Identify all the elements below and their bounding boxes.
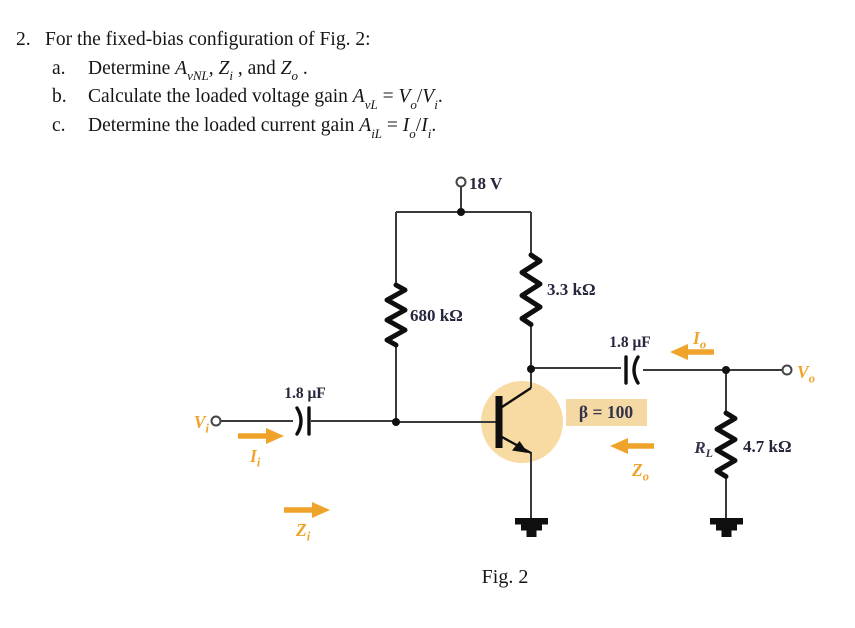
junction-load	[722, 366, 730, 374]
item-b-text: Calculate the loaded voltage gain AvL = …	[88, 86, 443, 113]
problem-statement: 2. For the fixed-bias configuration of F…	[0, 26, 855, 140]
item-c-letter: c.	[52, 114, 66, 136]
ii-arrow-head	[266, 428, 284, 444]
ground-load-icon	[710, 518, 743, 537]
problem-intro-text: For the fixed-bias configuration of Fig.…	[45, 29, 371, 50]
item-c-text: Determine the loaded current gain AiL = …	[88, 114, 437, 141]
vo-label: Vo	[797, 362, 815, 386]
io-label: Io	[692, 328, 706, 352]
beta-label: β = 100	[579, 402, 633, 422]
rl-name: RL	[693, 438, 713, 460]
capacitor-output-curved-plate	[632, 355, 640, 385]
problem-item-a: a. Determine AvNL, Zi , and Zo .	[0, 55, 855, 84]
rb-label: 680 kΩ	[410, 306, 463, 325]
transistor-npn	[495, 386, 532, 455]
item-a-text: Determine AvNL, Zi , and Zo .	[88, 57, 308, 84]
capacitor-input	[295, 406, 311, 436]
problem-number: 2.	[16, 29, 31, 50]
zo-label: Zo	[631, 460, 649, 484]
junction-supply	[457, 208, 465, 216]
problem-item-c: c. Determine the loaded current gain AiL…	[0, 112, 855, 141]
problem-item-b: b. Calculate the loaded voltage gain AvL…	[0, 83, 855, 112]
output-terminal	[781, 364, 793, 376]
rc-label: 3.3 kΩ	[547, 280, 596, 299]
supply-label: 18 V	[469, 174, 503, 193]
figure-caption: Fig. 2	[481, 566, 529, 588]
input-terminal	[210, 415, 222, 427]
problem-intro-line: 2. For the fixed-bias configuration of F…	[0, 26, 855, 55]
junction-base	[392, 418, 400, 426]
zi-label: Zi	[295, 520, 311, 544]
supply-terminal	[455, 176, 467, 188]
transistor-collector-lead	[501, 386, 532, 409]
capacitor-output	[624, 355, 640, 385]
resistor-rl	[714, 410, 738, 479]
junction-collector	[527, 365, 535, 373]
cap-output-label: 1.8 μF	[609, 334, 651, 351]
ii-label: Ii	[249, 446, 261, 470]
cap-input-label: 1.8 μF	[284, 385, 326, 402]
beta-box	[566, 399, 647, 426]
rl-value: 4.7 kΩ	[743, 437, 792, 456]
item-a-letter: a.	[52, 57, 66, 79]
zo-arrow-head	[610, 438, 628, 454]
zi-arrow-head	[312, 502, 330, 518]
io-arrow-head	[670, 344, 688, 360]
capacitor-input-curved-plate	[295, 406, 303, 436]
vi-label: Vi	[194, 412, 210, 436]
transistor-emitter-arrow	[512, 441, 528, 453]
resistor-rc	[519, 252, 543, 327]
resistor-rb	[384, 282, 408, 348]
ground-emitter-icon	[515, 518, 548, 537]
wire-output	[531, 367, 783, 371]
item-b-letter: b.	[52, 86, 67, 108]
